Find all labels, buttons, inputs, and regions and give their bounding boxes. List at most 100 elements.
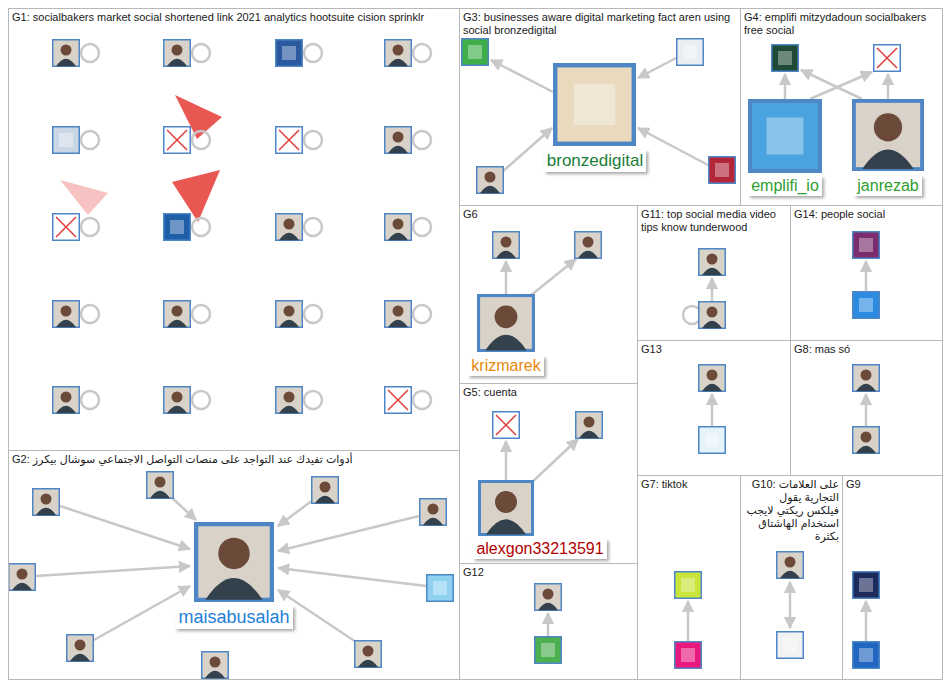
- group-heading: G1: socialbakers market social shortened…: [9, 9, 459, 26]
- group-heading: G9: [843, 476, 942, 493]
- self-loop: [81, 131, 99, 149]
- vertex-name: janrezab: [857, 177, 918, 195]
- group-panel: G6krizmarek: [459, 205, 638, 384]
- avatar-icon: [699, 302, 726, 329]
- edge-line: [170, 496, 196, 520]
- avatar-icon: [853, 642, 880, 669]
- avatar-icon: [53, 127, 80, 154]
- avatar-icon: [385, 301, 412, 328]
- avatar-icon: [355, 641, 382, 668]
- avatar-icon: [276, 301, 303, 328]
- avatar-icon: [699, 427, 726, 454]
- group-panel: G5: cuenta alexgon33213591: [459, 383, 638, 564]
- group-heading: G11: top social media video tips know tu…: [638, 206, 790, 236]
- group-heading: G14: people social: [791, 206, 942, 223]
- self-loop: [81, 44, 99, 62]
- edge-line: [36, 566, 190, 576]
- vertex-name: krizmarek: [471, 357, 540, 375]
- avatar-icon: [535, 584, 562, 611]
- self-loop: [192, 391, 210, 409]
- avatar-icon: [477, 167, 504, 194]
- vertex-name: bronzedigital: [547, 151, 643, 171]
- vertex-label: emplifi_io: [748, 176, 822, 196]
- highlight-wedge: [60, 180, 108, 215]
- self-loop: [81, 305, 99, 323]
- avatar-icon: [750, 101, 820, 171]
- avatar-icon: [853, 365, 880, 392]
- edge-line: [865, 601, 868, 641]
- avatar-icon: [479, 296, 534, 351]
- avatar-icon: [772, 45, 799, 72]
- self-loop: [413, 131, 431, 149]
- edge-line: [784, 74, 787, 99]
- avatar-icon: [385, 387, 412, 414]
- avatar-icon: [777, 632, 804, 659]
- avatar-icon: [53, 387, 80, 414]
- avatar-icon: [53, 40, 80, 67]
- group-heading: G5: cuenta: [460, 384, 637, 401]
- group-heading: G8: mas só: [791, 341, 942, 358]
- avatar-icon: [853, 232, 880, 259]
- avatar-icon: [493, 412, 520, 439]
- avatar-icon: [276, 127, 303, 154]
- avatar-icon: [67, 635, 94, 662]
- avatar-icon: [675, 572, 702, 599]
- avatar-icon: [699, 365, 726, 392]
- self-loop: [304, 391, 322, 409]
- avatar-icon: [276, 214, 303, 241]
- vertex-label: krizmarek: [468, 356, 543, 376]
- group-panel: G2: أدوات تفيدك عند التواجد على منصات ال…: [8, 450, 460, 680]
- group-panel: G10: على العلامات التجارية يقول فيلكس ري…: [740, 475, 843, 680]
- avatar-icon: [709, 157, 736, 184]
- edge-line: [801, 70, 862, 99]
- avatar-icon: [312, 477, 339, 504]
- edge-line: [547, 613, 550, 636]
- avatar-icon: [675, 642, 702, 669]
- edge-line: [60, 506, 190, 549]
- group-panel: G13: [637, 340, 791, 476]
- edge-line: [638, 58, 676, 78]
- edge-line: [865, 261, 868, 291]
- group-heading: G12: [460, 564, 637, 581]
- avatar-icon: [147, 472, 174, 499]
- avatar-icon: [677, 39, 704, 66]
- vertex-label: alexgon33213591: [473, 539, 606, 559]
- self-loop: [413, 305, 431, 323]
- avatar-icon: [462, 39, 489, 66]
- avatar-icon: [853, 292, 880, 319]
- avatar-icon: [164, 40, 191, 67]
- group-panel: G1: socialbakers market social shortened…: [8, 8, 460, 451]
- group-panel: G9: [842, 475, 943, 680]
- edge-line: [530, 259, 576, 296]
- avatar-icon: [385, 40, 412, 67]
- avatar-icon: [480, 482, 533, 535]
- avatar-icon: [276, 387, 303, 414]
- avatar-icon: [427, 575, 454, 602]
- avatar-icon: [53, 214, 80, 241]
- group-panel: G3: businesses aware digital marketing f…: [459, 8, 741, 206]
- edge-line: [278, 516, 419, 551]
- avatar-icon: [535, 637, 562, 664]
- self-loop: [192, 131, 210, 149]
- edge-line: [505, 261, 508, 294]
- edge-line: [789, 582, 792, 628]
- group-panel: G8: mas só: [790, 340, 943, 476]
- group-panel: G12: [459, 563, 638, 680]
- avatar-icon: [493, 232, 520, 259]
- edge-line: [865, 394, 868, 426]
- edge-line: [278, 568, 426, 586]
- avatar-icon: [854, 101, 922, 169]
- self-loop: [192, 218, 210, 236]
- group-panel: G11: top social media video tips know tu…: [637, 205, 791, 341]
- avatar-icon: [164, 387, 191, 414]
- self-loop: [81, 391, 99, 409]
- edge-line: [887, 74, 890, 99]
- avatar-icon: [164, 301, 191, 328]
- vertex-label: maisabusalah: [175, 606, 292, 629]
- avatar-icon: [196, 524, 272, 600]
- group-panel: G4: emplifi mitzydadoun socialbakers fre…: [740, 8, 943, 206]
- avatar-icon: [420, 499, 447, 526]
- edge-line: [810, 72, 872, 99]
- avatar-icon: [699, 249, 726, 276]
